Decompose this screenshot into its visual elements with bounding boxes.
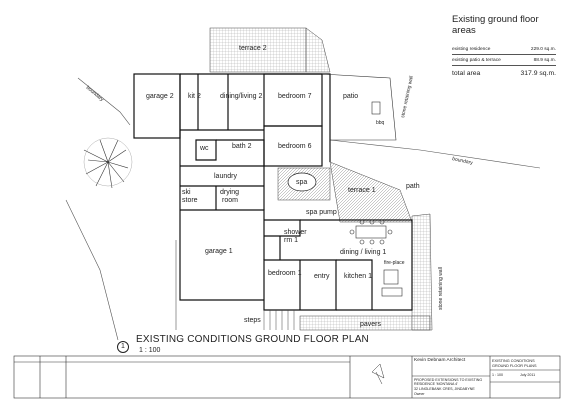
room-spa-pump: spa pump (306, 209, 337, 216)
room-bath-2: bath 2 (232, 143, 252, 150)
room-ski: ski (182, 189, 191, 196)
room-laundry: laundry (214, 173, 237, 180)
area-row-label: existing patio & terrace (452, 58, 501, 63)
tb-client: Owner (414, 392, 425, 396)
area-row-value: 229.0 sq.m. (530, 47, 556, 52)
boundary-label-2: boundary (452, 156, 474, 166)
pavers-area (299, 315, 431, 331)
tb-drawing-label: EXISTING CONDITIONS (492, 359, 535, 363)
room-garage-2: garage 2 (146, 93, 174, 100)
room-bedroom-6: bedroom 6 (278, 143, 312, 150)
room-kit-2: kit 2 (188, 93, 201, 100)
room-store: store (182, 197, 198, 204)
area-total-row: total area 317.9 sq.m. (452, 66, 556, 79)
plan-scale: 1 : 100 (139, 347, 161, 354)
retaining-wall-label-1: stone retaining wall (400, 75, 415, 118)
room-rm-1: rm 1 (284, 237, 298, 244)
tb-scale: 1 : 100 (492, 373, 503, 377)
room-bedroom-7: bedroom 7 (278, 93, 312, 100)
room-wc: wc (199, 145, 209, 152)
room-kitchen-1: kitchen 1 (344, 273, 372, 280)
area-row-value: 88.9 sq.m. (533, 58, 556, 63)
plan-number: 1 (117, 341, 129, 353)
tb-drawing-title: GROUND FLOOR PLANS (492, 364, 537, 368)
terrace-2-area (209, 27, 307, 73)
room-dining-living-2: dining/living 2 (220, 93, 263, 100)
boundary-lines (65, 77, 541, 341)
steps-label: steps (244, 317, 261, 324)
spa-pool (287, 172, 317, 192)
room-drying: drying (220, 189, 239, 196)
fireplace-label: fire-place (384, 260, 405, 266)
retaining-wall-label-2: stone retaining wall (438, 267, 444, 310)
north-arrow (371, 363, 385, 385)
room-bedroom-1: bedroom 1 (268, 270, 302, 277)
room-entry: entry (314, 273, 330, 280)
area-total-label: total area (452, 70, 481, 77)
area-row-label: existing residence (452, 47, 491, 52)
room-patio: patio (343, 93, 358, 100)
dining-table (349, 219, 403, 297)
area-row: existing patio & terrace 88.9 sq.m. (452, 55, 556, 66)
plan-title: EXISTING CONDITIONS GROUND FLOOR PLAN (136, 334, 369, 345)
room-room: room (222, 197, 238, 204)
room-shower: shower (284, 229, 307, 236)
room-garage-1: garage 1 (205, 248, 233, 255)
room-dining-living-1: dining / living 1 (340, 249, 386, 256)
room-terrace-1: terrace 1 (348, 187, 376, 194)
pavers-label: pavers (360, 321, 382, 328)
area-row: existing residence 229.0 sq.m. (452, 44, 556, 55)
area-summary: Existing ground floor areas existing res… (452, 14, 556, 79)
tb-project: PROPOSED EXTENSIONS TO EXISTING RESIDENC… (414, 378, 483, 387)
title-block-frame (13, 355, 561, 399)
boundary-label-1: boundary (85, 85, 105, 103)
tb-date: July 2011 (520, 373, 536, 377)
radial-feature (83, 137, 133, 189)
tb-architect: Kevin Debnam Architect (414, 358, 466, 363)
bbq-label: bbq (376, 120, 385, 126)
tb-address: 32 LINGLEBANK CRES, JINDABYNE (414, 387, 475, 391)
room-spa: spa (296, 179, 307, 186)
room-terrace-2: terrace 2 (239, 45, 267, 52)
walls (133, 73, 413, 311)
area-title: Existing ground floor areas (452, 14, 539, 36)
path-label: path (406, 183, 420, 190)
steps (263, 310, 295, 330)
area-total-value: 317.9 sq.m. (520, 70, 556, 77)
